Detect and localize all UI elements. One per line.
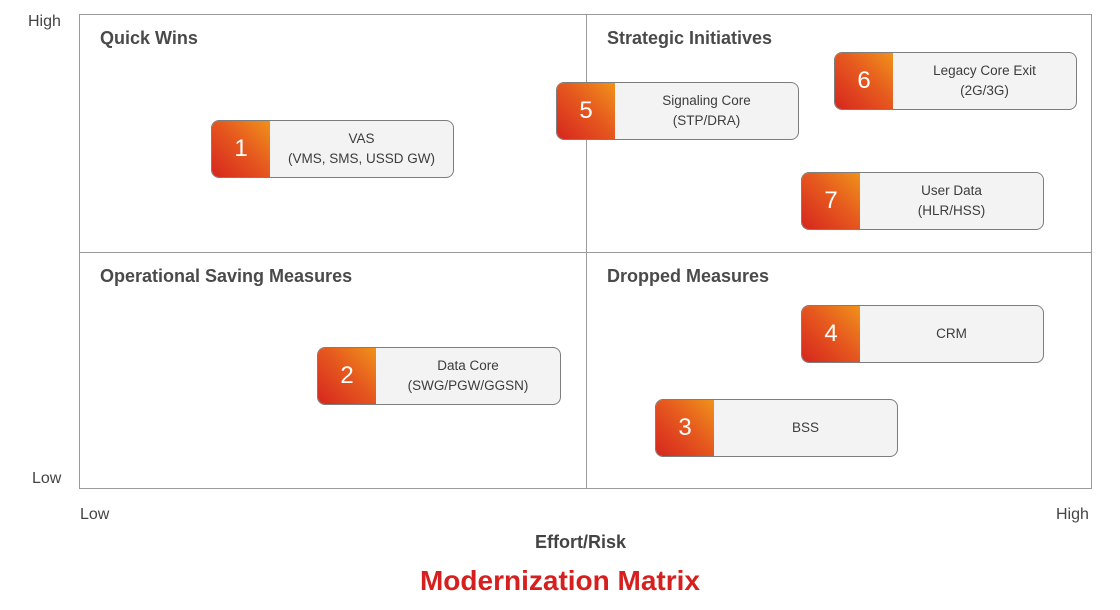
item-label-line2: (STP/DRA) (672, 113, 741, 128)
matrix-grid: Quick Wins Strategic Initiatives Operati… (79, 14, 1092, 489)
vertical-divider (586, 15, 587, 488)
item-label-line1: Data Core (437, 358, 499, 373)
item-number-badge: 5 (557, 83, 615, 139)
item-number-badge: 6 (835, 53, 893, 109)
item-label-line1: BSS (791, 420, 819, 435)
item-card-legacy-core-exit[interactable]: 6 Legacy Core Exit (2G/3G) (834, 52, 1077, 110)
quadrant-title-operational-saving: Operational Saving Measures (100, 266, 353, 286)
item-label-line1: Legacy Core Exit (933, 63, 1036, 78)
item-number-badge: 7 (802, 173, 860, 229)
item-card-vas[interactable]: 1 VAS (VMS, SMS, USSD GW) (211, 120, 454, 178)
item-card-crm[interactable]: 4 CRM (801, 305, 1044, 363)
item-label-line2: (VMS, SMS, USSD GW) (287, 151, 435, 166)
y-axis-high-label: High (28, 13, 61, 30)
item-number-badge: 3 (656, 400, 714, 456)
item-label-line2: (HLR/HSS) (917, 203, 986, 218)
item-card-user-data[interactable]: 7 User Data (HLR/HSS) (801, 172, 1044, 230)
item-label: User Data (HLR/HSS) (860, 173, 1043, 229)
quadrant-title-strategic-initiatives: Strategic Initiatives (607, 28, 773, 48)
item-number-badge: 2 (318, 348, 376, 404)
x-axis-title: Effort/Risk (535, 532, 627, 552)
item-card-data-core[interactable]: 2 Data Core (SWG/PGW/GGSN) (317, 347, 561, 405)
item-label-line1: CRM (936, 326, 967, 341)
item-label: CRM (860, 306, 1043, 362)
x-axis-high-label: High (1056, 506, 1089, 523)
item-number-badge: 4 (802, 306, 860, 362)
item-label: Legacy Core Exit (2G/3G) (893, 53, 1076, 109)
item-label: BSS (714, 400, 897, 456)
y-axis-low-label: Low (32, 470, 62, 487)
x-axis-low-label: Low (80, 506, 110, 523)
item-card-signaling-core[interactable]: 5 Signaling Core (STP/DRA) (556, 82, 799, 140)
item-number-badge: 1 (212, 121, 270, 177)
item-card-bss[interactable]: 3 BSS (655, 399, 898, 457)
quadrant-title-dropped-measures: Dropped Measures (607, 266, 770, 286)
item-label: VAS (VMS, SMS, USSD GW) (270, 121, 453, 177)
horizontal-divider (80, 252, 1091, 253)
item-label: Signaling Core (STP/DRA) (615, 83, 798, 139)
item-label-line1: User Data (921, 183, 982, 198)
quadrant-title-quick-wins: Quick Wins (100, 28, 198, 48)
diagram-title: Modernization Matrix (419, 565, 700, 596)
item-label: Data Core (SWG/PGW/GGSN) (376, 348, 560, 404)
item-label-line1: VAS (348, 131, 375, 146)
item-label-line1: Signaling Core (662, 93, 751, 108)
item-label-line2: (SWG/PGW/GGSN) (407, 378, 529, 393)
item-label-line2: (2G/3G) (960, 83, 1009, 98)
